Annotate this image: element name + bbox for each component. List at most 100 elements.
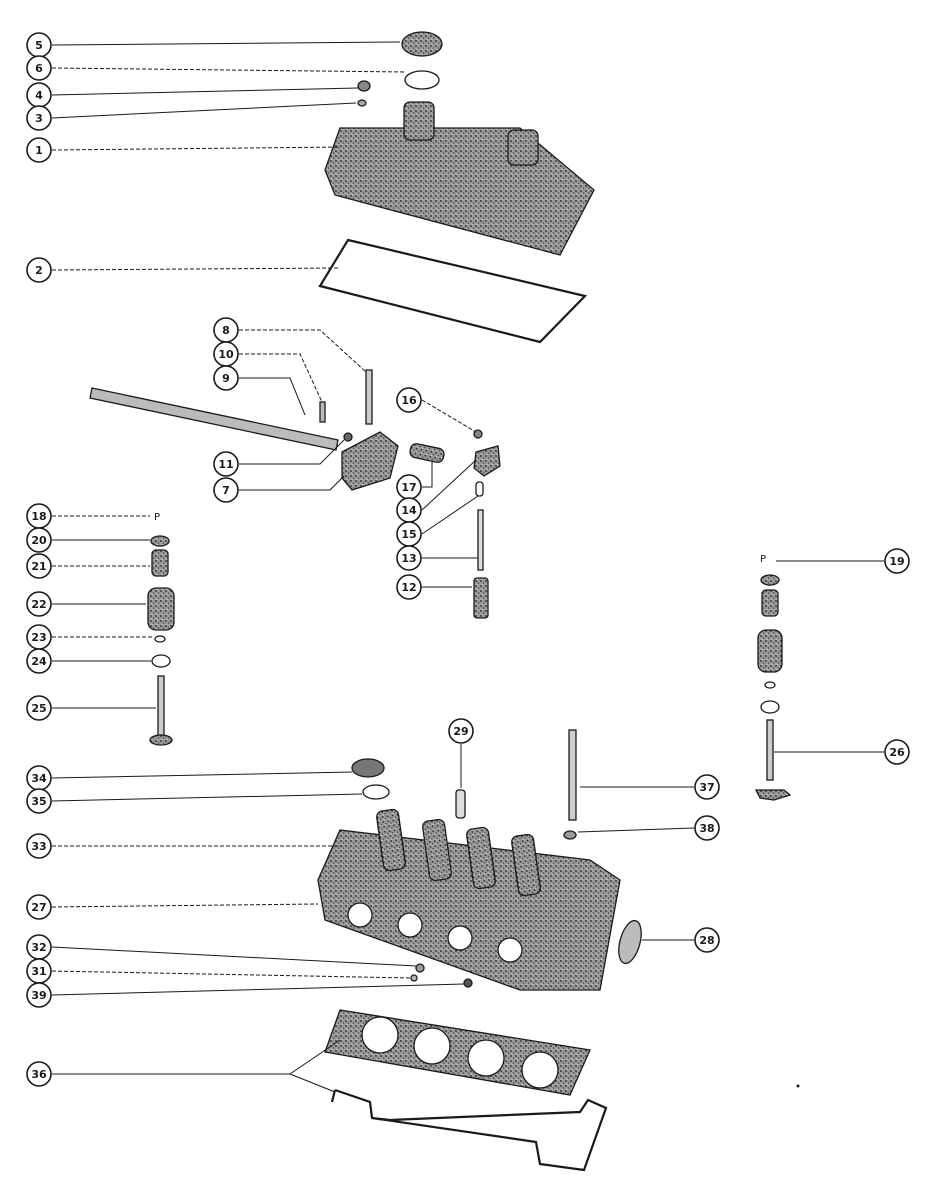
part-cover-plate bbox=[618, 919, 642, 965]
callout-19: 19 bbox=[884, 548, 910, 574]
part-grommet-3 bbox=[357, 99, 367, 107]
part-pin-10 bbox=[319, 401, 326, 423]
part-oil-filler-cap bbox=[401, 31, 443, 57]
callout-29: 29 bbox=[448, 718, 474, 744]
callout-13: 13 bbox=[396, 545, 422, 571]
svg-text:17: 17 bbox=[401, 481, 416, 494]
leader-lines bbox=[51, 41, 884, 1093]
callout-27: 27 bbox=[26, 894, 52, 920]
callout-36: 36 bbox=[26, 1061, 52, 1087]
svg-text:31: 31 bbox=[31, 965, 46, 978]
part-shaft-bolt bbox=[365, 369, 373, 425]
svg-text:P: P bbox=[760, 554, 766, 565]
callout-28: 28 bbox=[694, 927, 720, 953]
svg-text:7: 7 bbox=[222, 484, 230, 497]
svg-text:6: 6 bbox=[35, 62, 43, 75]
callout-15: 15 bbox=[396, 521, 422, 547]
svg-text:10: 10 bbox=[218, 348, 234, 361]
svg-text:33: 33 bbox=[31, 840, 46, 853]
svg-text:38: 38 bbox=[699, 822, 714, 835]
part-plug-39 bbox=[463, 978, 473, 988]
svg-text:15: 15 bbox=[401, 528, 416, 541]
callout-25: 25 bbox=[26, 695, 52, 721]
callout-11: 11 bbox=[213, 451, 239, 477]
svg-text:19: 19 bbox=[889, 555, 904, 568]
callout-6: 6 bbox=[26, 55, 52, 81]
callout-16: 16 bbox=[396, 387, 422, 413]
svg-text:37: 37 bbox=[699, 781, 714, 794]
callout-7: 7 bbox=[213, 477, 239, 503]
part-head-gasket bbox=[324, 1009, 591, 1096]
callouts: 5 6 4 3 1 2 8 10 9 16 11 7 17 14 15 13 1… bbox=[26, 32, 910, 1087]
part-dowel bbox=[455, 789, 466, 819]
svg-text:39: 39 bbox=[31, 989, 46, 1002]
callout-33: 33 bbox=[26, 833, 52, 859]
part-rocker-bracket bbox=[341, 431, 399, 491]
svg-text:26: 26 bbox=[889, 746, 905, 759]
callout-32: 32 bbox=[26, 934, 52, 960]
svg-text:21: 21 bbox=[31, 560, 46, 573]
svg-text:9: 9 bbox=[222, 372, 230, 385]
callout-35: 35 bbox=[26, 788, 52, 814]
part-grommet-4 bbox=[357, 80, 371, 92]
svg-text:13: 13 bbox=[401, 552, 416, 565]
part-seal-35 bbox=[362, 784, 390, 800]
part-rocker-arm bbox=[473, 429, 501, 477]
callout-12: 12 bbox=[396, 574, 422, 600]
callout-37: 37 bbox=[694, 774, 720, 800]
callout-4: 4 bbox=[26, 82, 52, 108]
callout-21: 21 bbox=[26, 553, 52, 579]
svg-text:28: 28 bbox=[699, 934, 714, 947]
svg-text:22: 22 bbox=[31, 598, 46, 611]
part-cover-gasket bbox=[318, 238, 588, 344]
callout-38: 38 bbox=[694, 815, 720, 841]
callout-31: 31 bbox=[26, 958, 52, 984]
part-head-bolt bbox=[563, 729, 577, 840]
callout-9: 9 bbox=[213, 365, 239, 391]
callout-1: 1 bbox=[26, 137, 52, 163]
svg-text:8: 8 bbox=[222, 324, 230, 337]
callout-5: 5 bbox=[26, 32, 52, 58]
callout-18: 18 bbox=[26, 503, 52, 529]
svg-text:23: 23 bbox=[31, 631, 46, 644]
part-right-valve-stack: P bbox=[754, 554, 792, 801]
svg-text:25: 25 bbox=[31, 702, 46, 715]
callout-8: 8 bbox=[213, 317, 239, 343]
svg-text:18: 18 bbox=[31, 510, 46, 523]
svg-text:3: 3 bbox=[35, 112, 43, 125]
part-rocker-shaft bbox=[89, 387, 339, 451]
callout-10: 10 bbox=[213, 341, 239, 367]
callout-34: 34 bbox=[26, 765, 52, 791]
part-left-valve-stack: P bbox=[147, 512, 175, 746]
callout-26: 26 bbox=[884, 739, 910, 765]
callout-20: 20 bbox=[26, 527, 52, 553]
callout-14: 14 bbox=[396, 497, 422, 523]
part-rocker-arm-cover bbox=[324, 101, 595, 256]
callout-22: 22 bbox=[26, 591, 52, 617]
svg-text:4: 4 bbox=[35, 89, 43, 102]
part-plug-32 bbox=[415, 963, 425, 973]
svg-text:27: 27 bbox=[31, 901, 46, 914]
svg-text:20: 20 bbox=[31, 534, 47, 547]
part-shaft-spring bbox=[409, 443, 445, 463]
svg-text:5: 5 bbox=[35, 39, 43, 52]
callout-39: 39 bbox=[26, 982, 52, 1008]
svg-text:16: 16 bbox=[401, 394, 417, 407]
svg-text:P: P bbox=[154, 512, 160, 523]
callout-24: 24 bbox=[26, 648, 52, 674]
svg-text:29: 29 bbox=[453, 725, 468, 738]
part-cylinder-head bbox=[317, 808, 621, 991]
part-push-rod-stack bbox=[473, 481, 489, 619]
svg-text:1: 1 bbox=[35, 144, 43, 157]
callout-17: 17 bbox=[396, 474, 422, 500]
svg-text:11: 11 bbox=[218, 458, 233, 471]
callout-2: 2 bbox=[26, 257, 52, 283]
svg-text:14: 14 bbox=[401, 504, 417, 517]
svg-text:12: 12 bbox=[401, 581, 416, 594]
speck-dot bbox=[796, 1084, 800, 1088]
part-cap-gasket bbox=[404, 70, 440, 90]
svg-text:32: 32 bbox=[31, 941, 46, 954]
callout-3: 3 bbox=[26, 105, 52, 131]
svg-text:36: 36 bbox=[31, 1068, 47, 1081]
callout-23: 23 bbox=[26, 624, 52, 650]
